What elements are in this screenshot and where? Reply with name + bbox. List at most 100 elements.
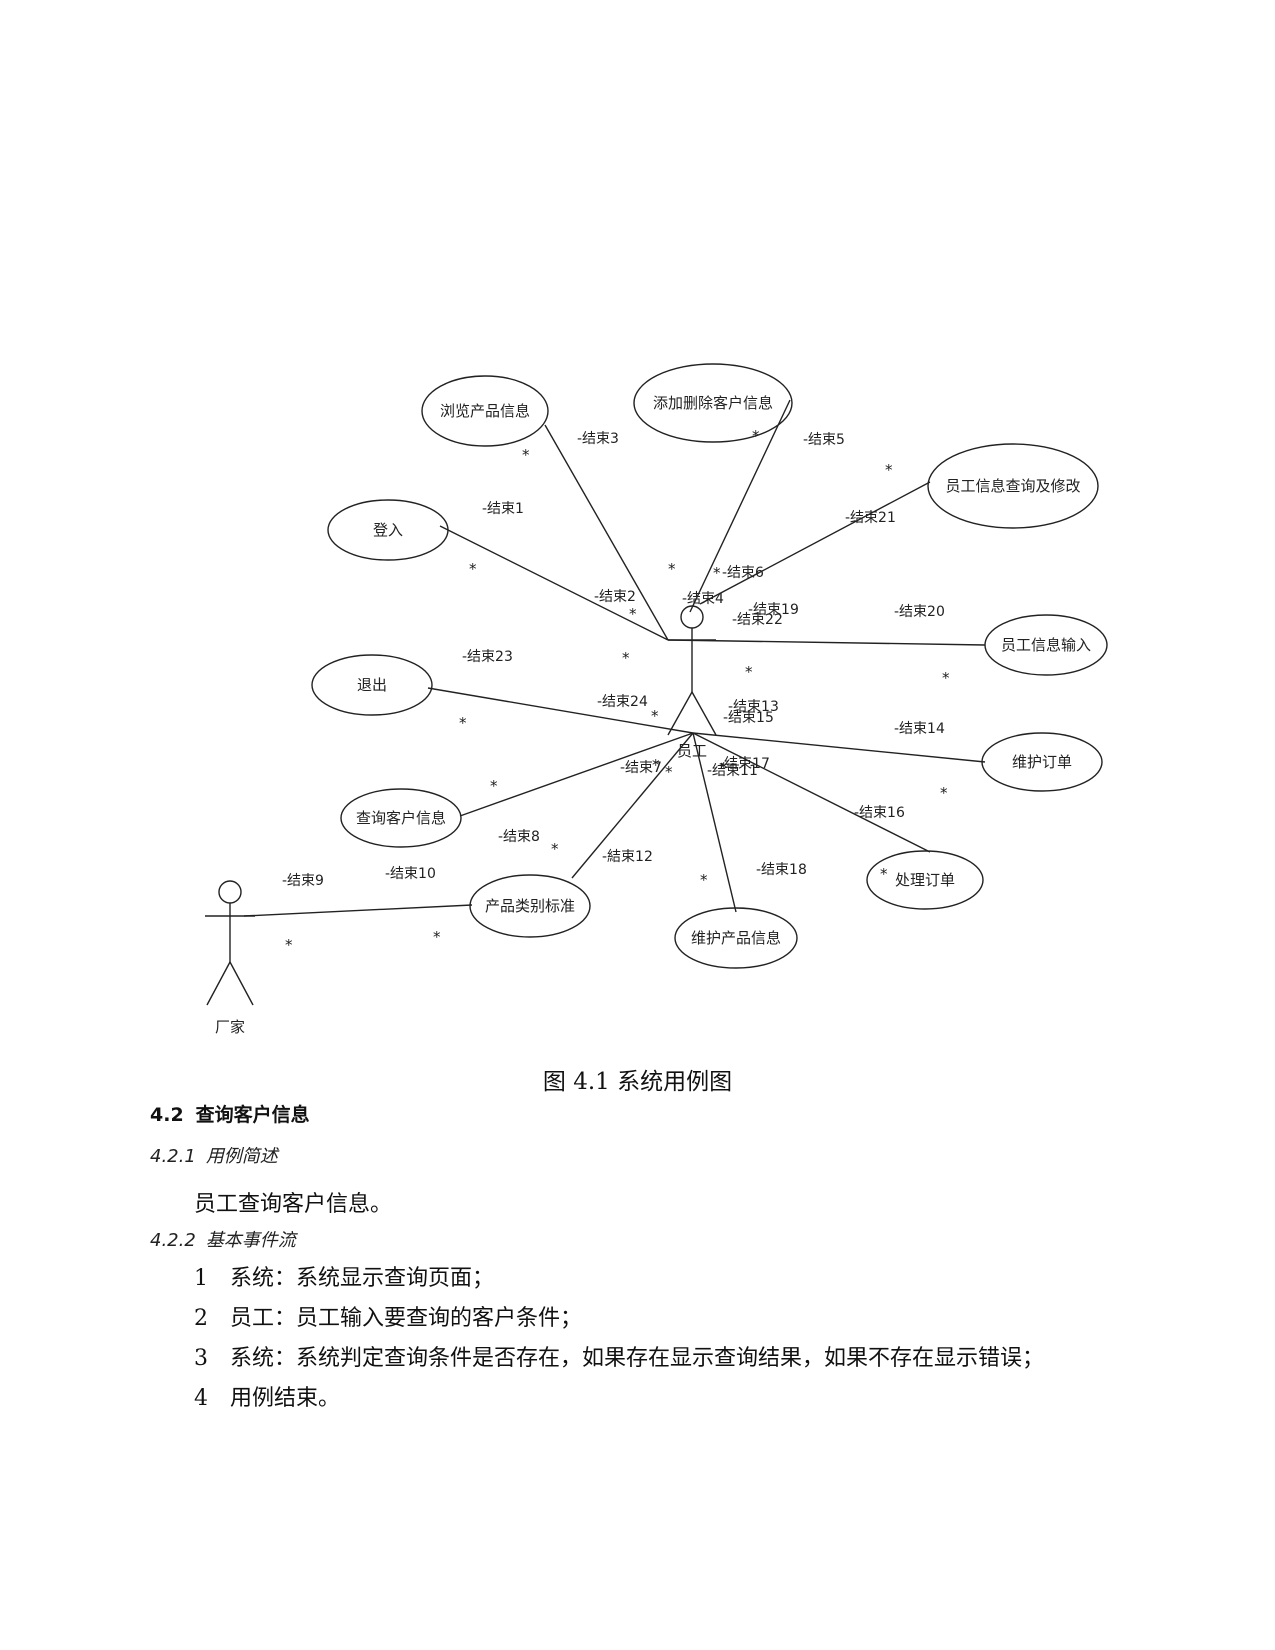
subsection-title: 基本事件流: [205, 1230, 296, 1251]
role-label-18: -结束18: [756, 862, 807, 878]
role-label-23: -结束23: [462, 649, 513, 665]
assoc-maintorder: [692, 732, 986, 763]
role-label-4: -结束4: [682, 591, 724, 607]
assoc-adddel: [689, 399, 791, 613]
use-case-label-category: 产品类别标准: [485, 897, 575, 915]
subsection-heading-brief: 4.2.1 用例简述: [150, 1142, 278, 1168]
actor-label-employee: 员工: [677, 742, 707, 760]
multiplicity-mark: *: [720, 759, 728, 777]
use-case-category: [469, 874, 591, 938]
multiplicity-mark: *: [652, 756, 660, 774]
multiplicity-mark: *: [745, 663, 753, 681]
multiplicity-mark: *: [522, 446, 530, 464]
step-text: 员工：员工输入要查询的客户条件；: [230, 1306, 583, 1331]
multiplicity-mark: *: [885, 461, 893, 479]
use-case-empquery: [927, 443, 1099, 529]
assoc-empinput: [667, 639, 986, 646]
use-case-maintorder: [981, 732, 1103, 792]
use-case-diagram: 浏览产品信息 添加删除客户信息 员工信息查询及修改 登入 员工信息输入 退出 维…: [205, 363, 1108, 1036]
role-label-9: -结束9: [282, 873, 324, 889]
assoc-category: [571, 732, 694, 879]
assoc-procorder: [692, 732, 931, 853]
subsection-number: 4.2.1: [150, 1146, 196, 1167]
multiplicity-mark: *: [700, 871, 708, 889]
multiplicity-mark: *: [713, 564, 721, 582]
role-label-6: -结束6: [722, 565, 764, 581]
use-case-label-adddel: 添加删除客户信息: [653, 394, 773, 412]
role-label-17: -结束17: [719, 756, 770, 772]
role-label-13: -结束13: [728, 699, 779, 715]
use-case-label-browse: 浏览产品信息: [440, 402, 530, 420]
step-number: 2: [194, 1306, 208, 1331]
actor-label-vendor: 厂家: [215, 1018, 245, 1036]
brief-description: 员工查询客户信息。: [194, 1192, 393, 1217]
assoc-querycust: [459, 732, 694, 817]
use-case-label-maintprod: 维护产品信息: [691, 929, 781, 947]
multiplicity-mark: *: [469, 560, 477, 578]
multiplicity-mark: *: [665, 763, 673, 781]
step-text: 系统：系统判定查询条件是否存在，如果存在显示查询结果，如果不存在显示错误；: [230, 1346, 1045, 1371]
use-case-login: [327, 499, 449, 561]
figure-caption: 图 4.1 系统用例图: [542, 1069, 733, 1095]
role-label-1: -结束1: [482, 501, 524, 517]
role-label-11: -结束11: [707, 763, 758, 779]
step-number: 3: [194, 1346, 208, 1371]
section-heading: 4.2 查询客户信息: [150, 1100, 310, 1127]
step-number: 4: [194, 1386, 208, 1411]
subsection-title: 用例简述: [205, 1146, 278, 1167]
multiplicity-mark: *: [551, 840, 559, 858]
multiplicity-mark: *: [622, 649, 630, 667]
list-item: 2 员工：员工输入要查询的客户条件；: [194, 1300, 1044, 1340]
role-label-5: -结束5: [803, 432, 845, 448]
list-item: 1 系统：系统显示查询页面；: [194, 1260, 1044, 1300]
step-number: 1: [194, 1266, 208, 1291]
use-case-label-login: 登入: [373, 521, 403, 539]
role-label-3: -结束3: [577, 431, 619, 447]
role-label-10: -结束10: [385, 866, 436, 882]
use-case-label-procorder: 处理订单: [895, 871, 955, 889]
role-label-19: -结束19: [748, 602, 799, 618]
assoc-maintprod: [692, 732, 737, 913]
subsection-number: 4.2.2: [150, 1230, 196, 1251]
role-label-21: -结束21: [845, 510, 896, 526]
role-label-8: -结束8: [498, 829, 540, 845]
step-text: 系统：系统显示查询页面；: [230, 1266, 495, 1291]
role-label-7: -结束7: [620, 760, 662, 776]
assoc-logout: [427, 687, 694, 734]
role-label-22: -结束22: [732, 612, 783, 628]
multiplicity-mark: *: [490, 777, 498, 795]
section-title: 查询客户信息: [195, 1104, 310, 1126]
step-text: 用例结束。: [230, 1386, 341, 1411]
use-case-label-querycust: 查询客户信息: [356, 809, 446, 827]
multiplicity-mark: *: [629, 605, 637, 623]
multiplicity-mark: *: [651, 707, 659, 725]
assoc-empquery: [699, 481, 931, 605]
use-case-label-empquery: 员工信息查询及修改: [945, 477, 1080, 495]
role-label-14: -结束14: [894, 721, 945, 737]
role-label-15: -结束15: [723, 710, 774, 726]
multiplicity-mark: *: [880, 865, 888, 883]
multiplicity-mark: *: [940, 784, 948, 802]
use-case-adddel: [633, 363, 793, 443]
event-flow-list: 1 系统：系统显示查询页面； 2 员工：员工输入要查询的客户条件； 3 系统：系统判定…: [194, 1260, 1044, 1420]
multiplicity-mark: *: [752, 427, 760, 445]
use-case-procorder: [866, 850, 984, 910]
actor-vendor-figure: [205, 880, 255, 1006]
use-case-browse: [421, 375, 549, 447]
list-item: 4 用例结束。: [194, 1380, 1044, 1420]
subsection-heading-flow: 4.2.2 基本事件流: [150, 1226, 296, 1252]
use-case-maintprod: [674, 907, 798, 969]
role-label-20: -结束20: [894, 604, 945, 620]
assoc-browse: [544, 424, 669, 641]
role-label-12: -結束12: [602, 849, 653, 865]
multiplicity-mark: *: [285, 936, 293, 954]
actor-employee-figure: [667, 605, 717, 736]
assoc-vendor: [243, 904, 473, 917]
use-case-querycust: [340, 788, 462, 848]
multiplicity-mark: *: [668, 560, 676, 578]
multiplicity-mark: *: [459, 714, 467, 732]
role-label-24: -结束24: [597, 694, 648, 710]
section-number: 4.2: [150, 1104, 184, 1126]
use-case-label-empinput: 员工信息输入: [1001, 636, 1091, 654]
use-case-label-maintorder: 维护订单: [1012, 753, 1072, 771]
